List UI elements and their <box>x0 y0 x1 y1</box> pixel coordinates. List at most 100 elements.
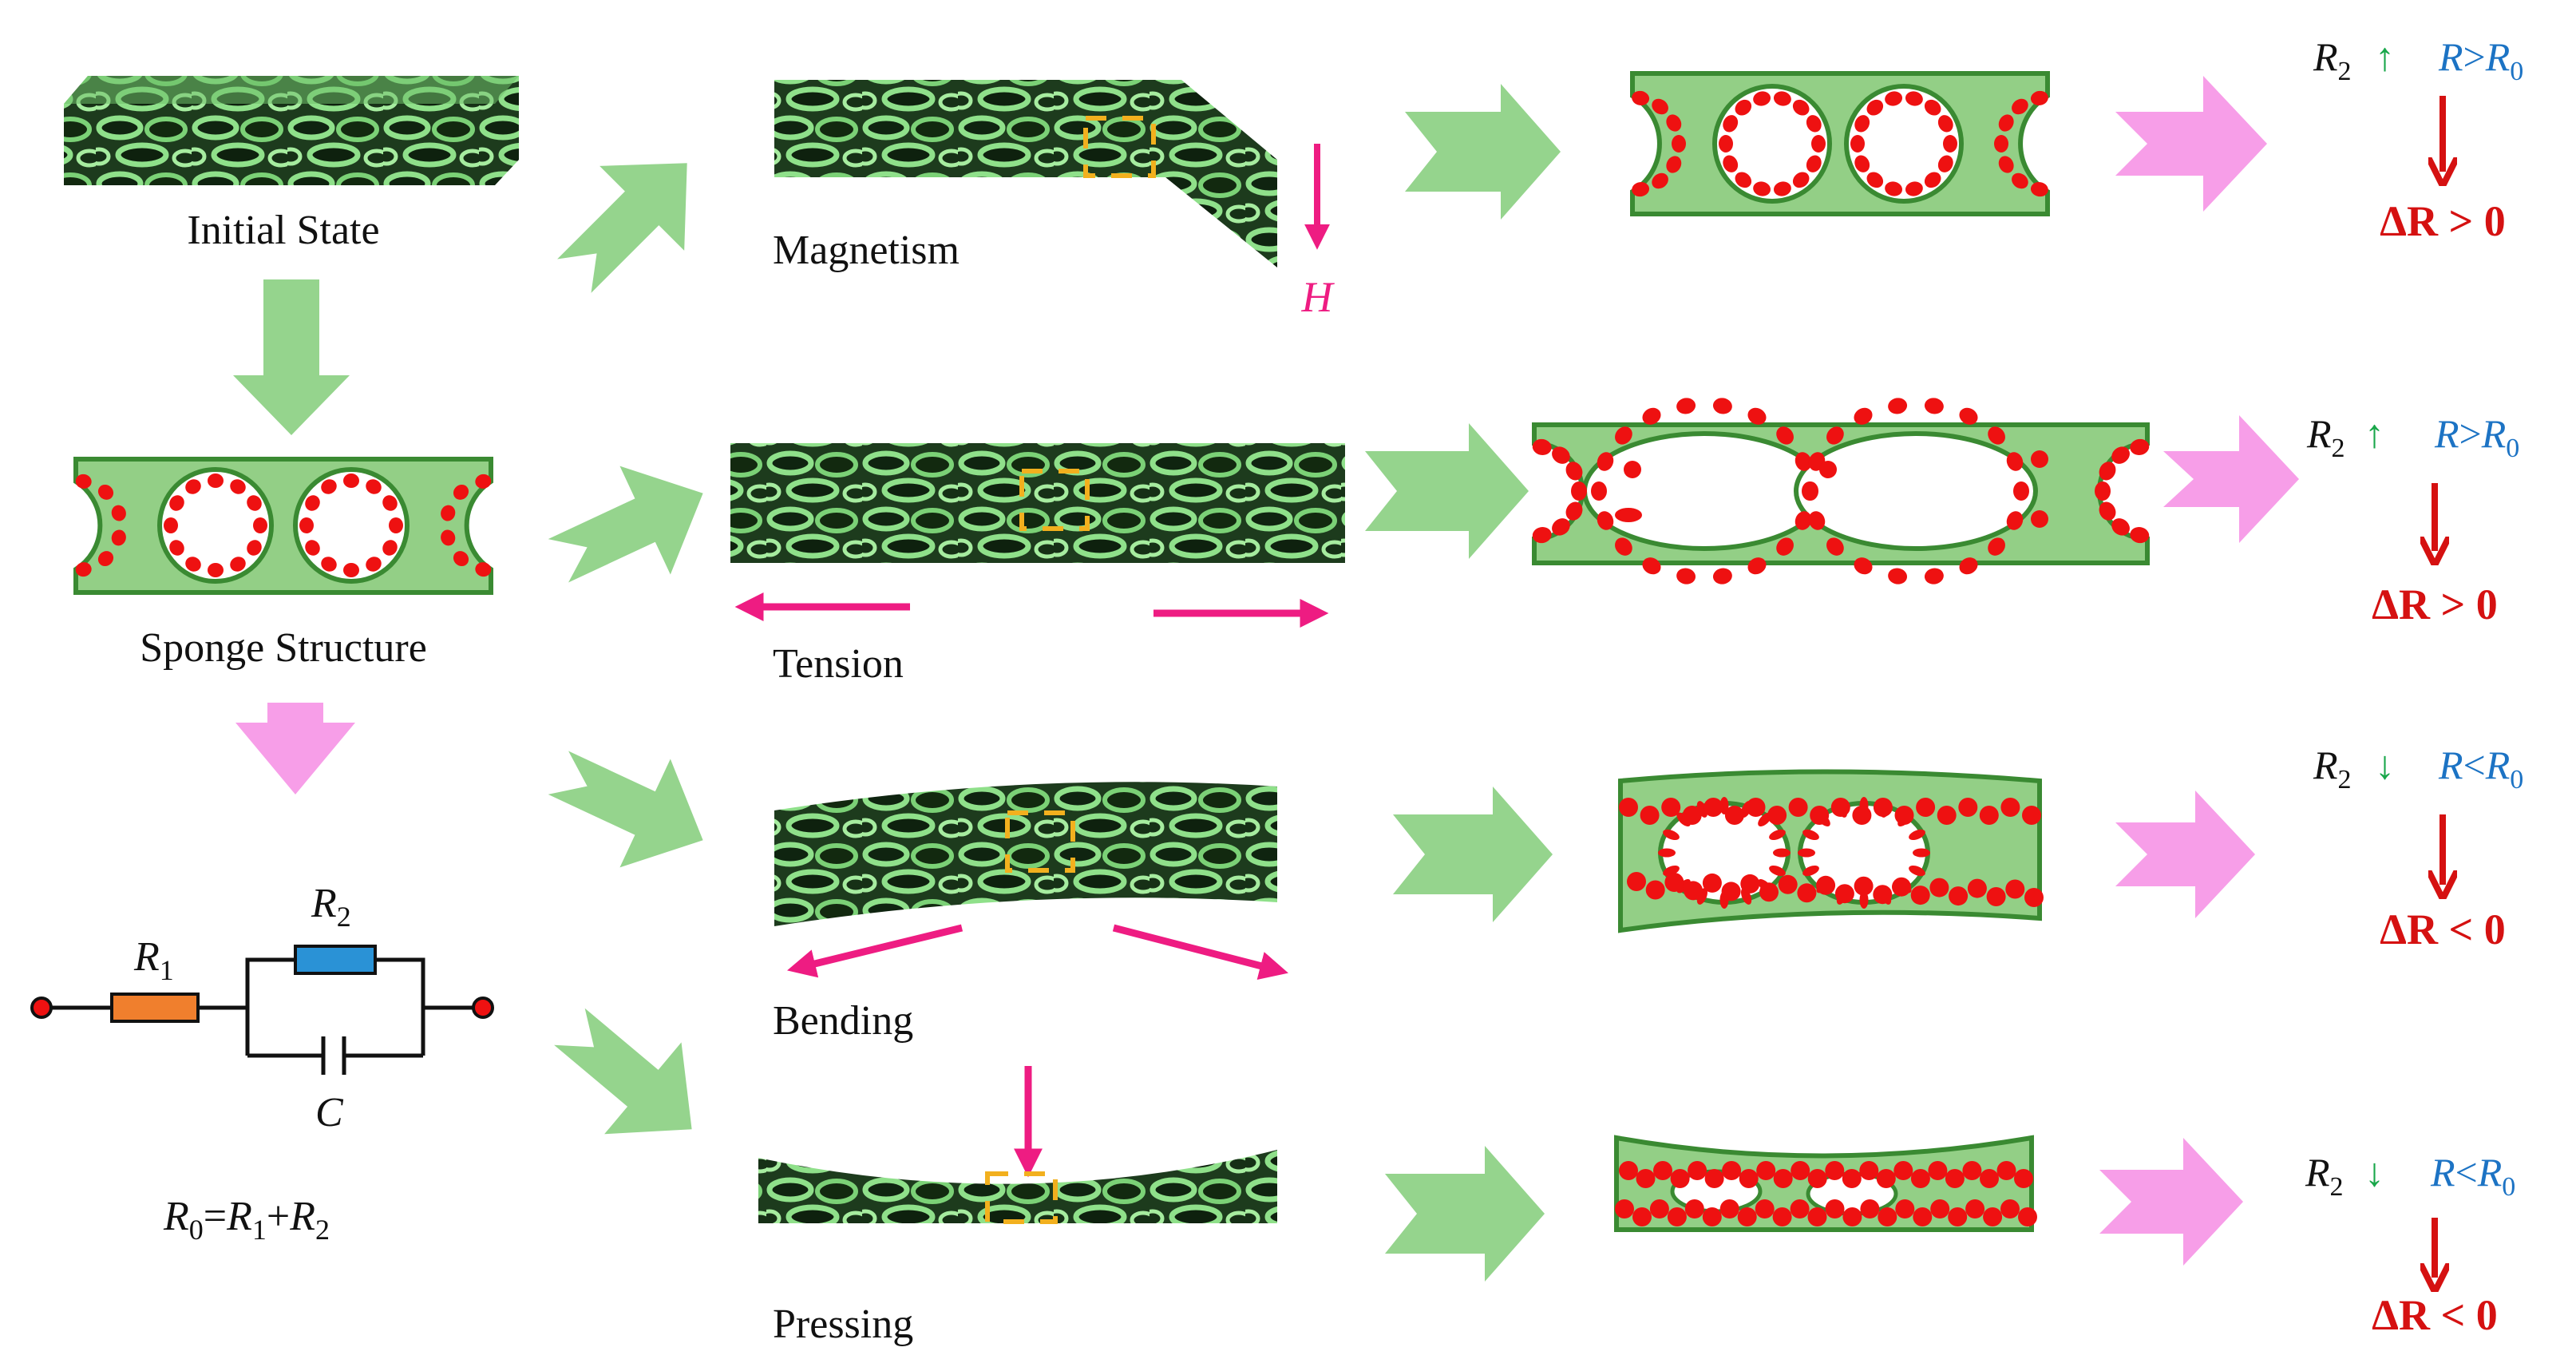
conductive-particle <box>1894 806 1914 825</box>
conductive-particle <box>1565 462 1583 481</box>
conductive-particle <box>475 474 492 489</box>
conductive-particle <box>1854 155 1870 172</box>
conductive-particle <box>1860 1199 1880 1218</box>
conductive-particle <box>1983 1207 2003 1226</box>
green-arrow-row1 <box>1405 84 1561 220</box>
conductive-particle <box>1636 1169 1656 1188</box>
conductive-particle <box>2099 462 2116 481</box>
conductive-particle <box>1676 568 1696 584</box>
r2-label: R2 <box>311 881 351 933</box>
conductive-particle <box>1866 172 1884 188</box>
conductive-particle <box>1810 806 1830 825</box>
terminal-left <box>30 997 53 1019</box>
conductive-particle <box>1806 155 1822 172</box>
magnetism-result-panel <box>1630 71 2050 216</box>
conductive-particle <box>2111 446 2130 464</box>
bending-sponge <box>774 782 1277 926</box>
green-down-arrow <box>233 279 350 435</box>
conductive-particle <box>441 529 456 546</box>
conductive-particle <box>1712 398 1732 414</box>
conductive-particle <box>1811 135 1826 153</box>
tension-result-panel <box>1532 398 2150 584</box>
conductive-particle <box>164 517 178 533</box>
conductive-particle <box>1980 1169 1999 1188</box>
green-arrow-row2 <box>1365 423 1529 559</box>
conductive-particle <box>1772 1207 1792 1226</box>
conductive-particle <box>299 517 314 533</box>
conductive-particle <box>453 551 469 567</box>
conductive-particle <box>1905 181 1923 196</box>
green-arrow-to-tension <box>548 466 703 583</box>
conductive-particle <box>1842 1207 1862 1226</box>
conductive-particle <box>1937 806 1957 825</box>
conductive-particle <box>1791 1161 1810 1180</box>
conductive-particle <box>1965 1199 1985 1218</box>
tension-label: Tension <box>773 641 904 687</box>
conductive-particle <box>1986 887 2006 906</box>
conductive-particle <box>1825 1199 1845 1218</box>
conductive-particle <box>1632 1207 1652 1226</box>
svg-text:↑: ↑ <box>2375 34 2395 79</box>
conductive-particle <box>1666 114 1682 132</box>
conductive-particle <box>1702 873 1722 893</box>
conductive-particle <box>1943 135 1957 153</box>
conductive-particle <box>1794 452 1812 471</box>
conductive-particle <box>382 540 398 556</box>
conductive-particle <box>1769 866 1786 877</box>
conductive-particle <box>1552 518 1570 536</box>
conductive-particle <box>208 474 224 488</box>
conductive-particle <box>1747 557 1767 575</box>
conductive-particle <box>1663 829 1680 840</box>
conductive-particle <box>1930 1199 1950 1218</box>
conductive-particle <box>1672 135 1686 153</box>
conductive-particle <box>1958 798 1978 817</box>
conductive-particle <box>2018 1207 2037 1226</box>
conductive-particle <box>1666 156 1682 173</box>
conductive-particle <box>1888 568 1908 584</box>
conductive-particle <box>1948 1207 1968 1226</box>
conductive-particle <box>1619 798 1638 817</box>
conductive-particle <box>169 495 184 511</box>
result-row4: R2 ↓ R<R0 ΔR < 0 <box>2305 1150 2515 1339</box>
terminal-right <box>472 997 494 1019</box>
conductive-particle <box>1712 568 1732 584</box>
conductive-particle <box>2099 501 2116 521</box>
conductive-particle <box>169 540 184 556</box>
svg-text:R<R0: R<R0 <box>2438 743 2523 794</box>
bending-right-arrow <box>1112 924 1288 981</box>
magnetism-label: Magnetism <box>773 228 960 273</box>
conductive-particle <box>1873 885 1893 905</box>
conductive-particle <box>97 484 114 500</box>
conductive-particle <box>1719 1199 1739 1218</box>
svg-text:ΔR < 0: ΔR < 0 <box>2372 1291 2498 1339</box>
conductive-particle <box>1615 1199 1634 1218</box>
conductive-particle <box>1893 1161 1913 1180</box>
conductive-particle <box>1885 91 1903 106</box>
conductive-particle <box>1929 878 1949 897</box>
conductive-particle <box>1937 155 1953 172</box>
pink-arrow-row4 <box>2099 1138 2243 1266</box>
conductive-particle <box>1619 1161 1638 1180</box>
conductive-particle <box>1740 874 1760 894</box>
conductive-particle <box>1652 172 1668 189</box>
conductive-particle <box>1866 99 1884 116</box>
magnetism-sponge <box>774 80 1277 267</box>
conductive-particle <box>1767 806 1787 825</box>
result-row2: R2 ↑ R>R0 ΔR > 0 <box>2306 411 2519 628</box>
conductive-particle <box>75 562 92 577</box>
conductive-particle <box>382 495 398 511</box>
green-arrow-row4 <box>1385 1146 1545 1282</box>
conductive-particle <box>1704 1169 1724 1188</box>
conductive-particle <box>1913 848 1930 858</box>
conductive-particle <box>1924 568 1944 584</box>
conductive-particle <box>1988 426 2005 445</box>
svg-text:R>R0: R>R0 <box>2434 411 2519 463</box>
conductive-particle <box>1988 537 2005 556</box>
conductive-particle <box>1640 806 1660 825</box>
conductive-particle <box>1909 866 1925 877</box>
initial-state-label: Initial State <box>187 208 379 253</box>
c-label: C <box>315 1090 344 1135</box>
conductive-particle <box>1684 1199 1704 1218</box>
svg-text:R<R0: R<R0 <box>2430 1150 2515 1202</box>
conductive-particle <box>1597 511 1614 530</box>
